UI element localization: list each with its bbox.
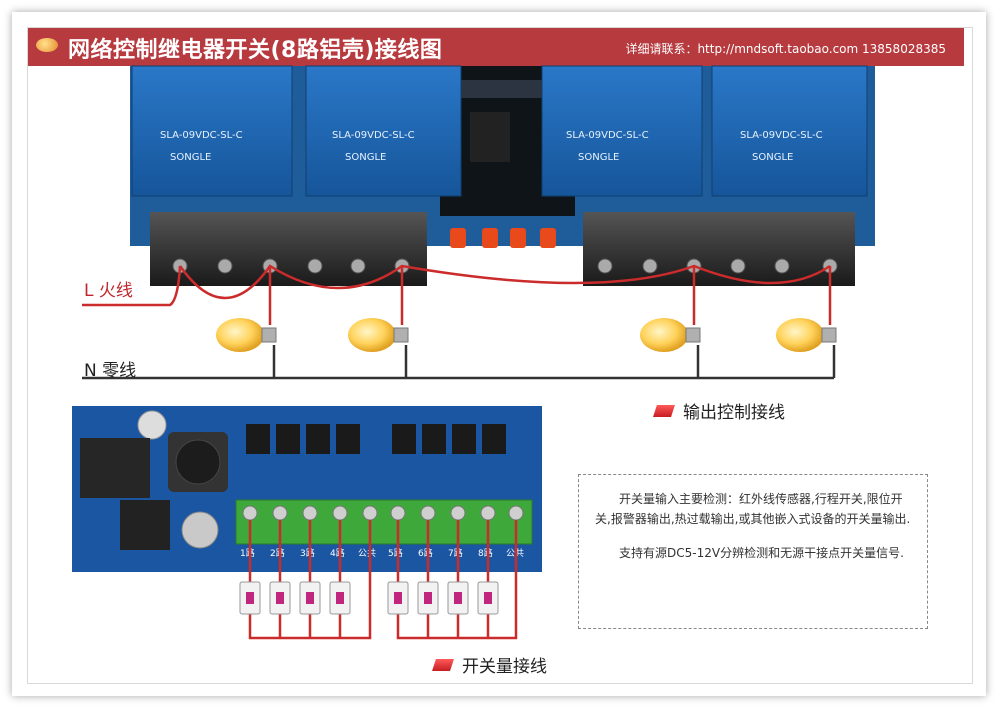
relay-4-model: SLA-09VDC-SL-C bbox=[740, 130, 823, 141]
channel-label: 4路 bbox=[330, 547, 345, 559]
notes-paragraph-2: 支持有源DC5-12V分辨检测和无源干接点开关量信号. bbox=[619, 546, 904, 560]
bulb-icon bbox=[640, 318, 701, 352]
neutral-wire-label: N 零线 bbox=[84, 361, 137, 381]
relay-1-model: SLA-09VDC-SL-C bbox=[160, 130, 243, 141]
channel-label: 公共 bbox=[358, 548, 376, 559]
red-marker-icon bbox=[653, 404, 675, 417]
page-title: 网络控制继电器开关(8路铝壳)接线图 bbox=[68, 38, 443, 63]
input-switch-wiring bbox=[248, 520, 518, 640]
content-border bbox=[27, 27, 973, 684]
output-section-legend: 输出控制接线 bbox=[653, 398, 785, 423]
channel-label: 8路 bbox=[478, 547, 493, 559]
channel-label: 7路 bbox=[448, 547, 463, 559]
output-section-label: 输出控制接线 bbox=[683, 403, 785, 423]
neutral-wire bbox=[82, 345, 836, 380]
notes-paragraph-1: 开关量输入主要检测：红外线传感器,行程开关,限位开关,报警器输出,热过载输出,或… bbox=[595, 492, 911, 526]
live-wire-label: L 火线 bbox=[84, 281, 133, 301]
channel-label: 2路 bbox=[270, 547, 285, 559]
contact-info: 详细请联系：http://mndsoft.taobao.com 13858028… bbox=[625, 42, 946, 56]
relay-3: SLA-09VDC-SL-C SONGLE bbox=[541, 65, 703, 197]
bulb-logo-icon bbox=[36, 38, 58, 52]
red-marker-icon bbox=[432, 658, 454, 671]
bulb-icon bbox=[348, 318, 409, 352]
channel-label: 1路 bbox=[240, 547, 255, 559]
relay-1: SLA-09VDC-SL-C SONGLE bbox=[131, 65, 293, 197]
notes-box: 开关量输入主要检测：红外线传感器,行程开关,限位开关,报警器输出,热过载输出,或… bbox=[578, 474, 928, 629]
title-bar: 网络控制继电器开关(8路铝壳)接线图 详细请联系：http://mndsoft.… bbox=[28, 28, 964, 66]
input-section-label: 开关量接线 bbox=[462, 657, 547, 677]
channel-label: 5路 bbox=[388, 547, 403, 559]
bulb-icon bbox=[776, 318, 837, 352]
relay-1-brand: SONGLE bbox=[170, 152, 211, 163]
relay-2-brand: SONGLE bbox=[345, 152, 386, 163]
channel-label: 6路 bbox=[418, 547, 433, 559]
relay-4-brand: SONGLE bbox=[752, 152, 793, 163]
relay-4: SLA-09VDC-SL-C SONGLE bbox=[711, 65, 868, 197]
channel-label: 3路 bbox=[300, 547, 315, 559]
status-leds bbox=[450, 228, 556, 248]
relay-board: SLA-09VDC-SL-C SONGLE SLA-09VDC-SL-C SON… bbox=[130, 65, 875, 286]
relay-2: SLA-09VDC-SL-C SONGLE bbox=[305, 65, 462, 197]
relay-3-brand: SONGLE bbox=[578, 152, 619, 163]
input-board: 1路 2路 3路 4路 公共 5路 6路 7路 8路 公共 bbox=[72, 406, 542, 572]
relay-3-model: SLA-09VDC-SL-C bbox=[566, 130, 649, 141]
relay-2-model: SLA-09VDC-SL-C bbox=[332, 130, 415, 141]
input-section-legend: 开关量接线 bbox=[432, 652, 547, 677]
live-wire bbox=[82, 264, 832, 325]
bulb-icon bbox=[216, 318, 277, 352]
